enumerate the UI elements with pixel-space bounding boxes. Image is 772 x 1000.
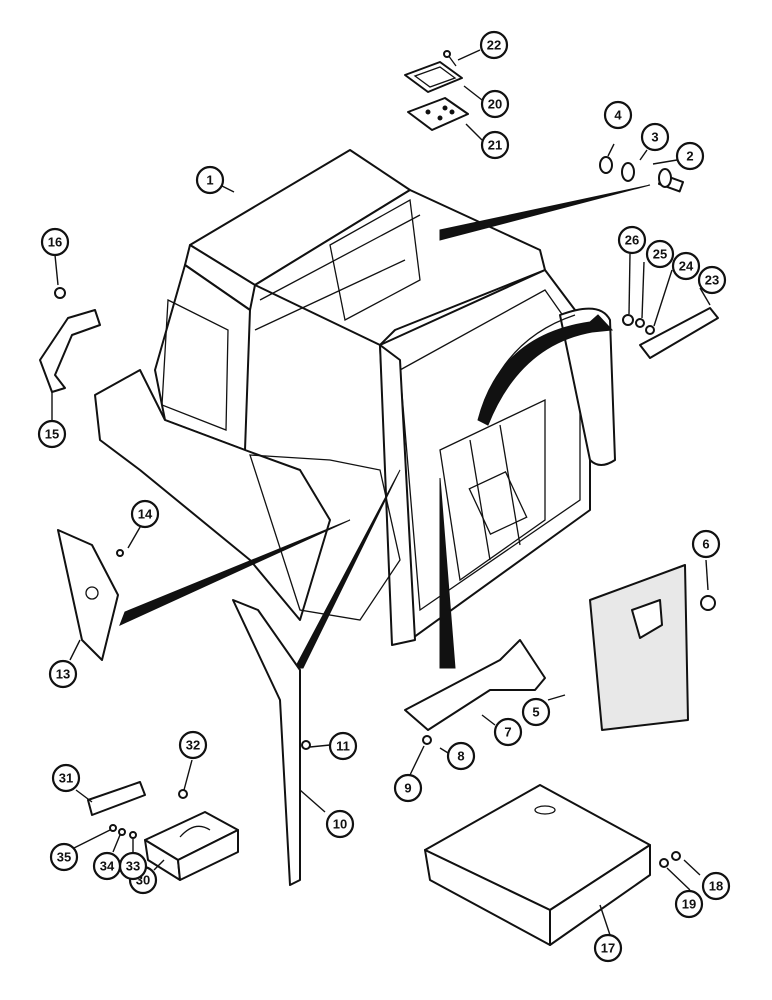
hinge-23	[639, 307, 719, 359]
plate-21	[407, 97, 469, 131]
washer-19	[659, 858, 669, 868]
svg-text:4: 4	[614, 108, 622, 123]
svg-text:24: 24	[679, 259, 694, 274]
sill-7	[404, 639, 546, 731]
callout-19: 19	[674, 889, 704, 919]
callout-4: 4	[603, 100, 633, 130]
callout-33: 33	[118, 851, 148, 881]
svg-text:32: 32	[186, 738, 200, 753]
callout-18: 18	[701, 871, 731, 901]
svg-text:19: 19	[682, 897, 696, 912]
callout-25: 25	[645, 239, 675, 269]
washer-25	[635, 318, 645, 328]
plug-6	[700, 595, 716, 611]
callout-10: 10	[325, 809, 355, 839]
svg-text:17: 17	[601, 941, 615, 956]
pointer-wedge	[439, 184, 651, 241]
svg-text:14: 14	[138, 507, 153, 522]
nut-4	[599, 156, 613, 174]
callout-26: 26	[617, 225, 647, 255]
leader-lines	[51, 49, 711, 936]
callout-11: 11	[328, 731, 358, 761]
callout-22: 22	[479, 30, 509, 60]
plate-20	[404, 61, 463, 93]
screw-16	[54, 287, 66, 299]
svg-text:5: 5	[532, 705, 539, 720]
handle-15	[39, 309, 101, 393]
svg-text:16: 16	[48, 235, 62, 250]
svg-text:8: 8	[457, 749, 464, 764]
callout-34: 34	[92, 851, 122, 881]
toolbox-30	[144, 811, 239, 881]
svg-text:33: 33	[126, 859, 140, 874]
switch-2	[657, 168, 685, 193]
callout-5: 5	[521, 697, 551, 727]
callout-15: 15	[37, 419, 67, 449]
callout-14: 14	[130, 499, 160, 529]
svg-text:26: 26	[625, 233, 639, 248]
cab-frame	[94, 149, 616, 646]
svg-text:21: 21	[488, 138, 502, 153]
pointer-arc	[477, 314, 614, 426]
screw-18	[671, 851, 681, 861]
callout-24: 24	[671, 251, 701, 281]
screw-11	[301, 740, 311, 750]
svg-text:22: 22	[487, 38, 501, 53]
screw-32	[178, 789, 188, 799]
svg-text:3: 3	[651, 130, 658, 145]
svg-text:1: 1	[206, 173, 213, 188]
cover-17	[424, 784, 651, 946]
svg-text:15: 15	[45, 427, 59, 442]
callout-20: 20	[480, 89, 510, 119]
washer-35	[109, 824, 117, 832]
svg-text:31: 31	[59, 771, 73, 786]
svg-text:6: 6	[702, 537, 709, 552]
callout-7: 7	[493, 717, 523, 747]
washer-34	[118, 828, 126, 836]
callout-8: 8	[446, 741, 476, 771]
callout-13: 13	[48, 659, 78, 689]
callout-6: 6	[691, 529, 721, 559]
svg-text:34: 34	[100, 859, 115, 874]
bracket-31	[87, 781, 146, 816]
pointer-wedge	[439, 477, 456, 669]
svg-text:2: 2	[686, 149, 693, 164]
callout-23: 23	[697, 265, 727, 295]
callout-1: 1	[195, 165, 225, 195]
svg-text:25: 25	[653, 247, 667, 262]
washer-3	[621, 162, 635, 182]
washer-24	[645, 325, 655, 335]
panel-13	[57, 529, 119, 661]
svg-text:11: 11	[336, 739, 350, 754]
callout-32: 32	[178, 730, 208, 760]
pointer-wedge	[119, 519, 351, 626]
screw-22	[443, 50, 457, 67]
callout-31: 31	[51, 763, 81, 793]
nut-26	[622, 314, 634, 326]
svg-text:18: 18	[709, 879, 723, 894]
svg-text:23: 23	[705, 273, 719, 288]
callout-35: 35	[49, 842, 79, 872]
mat-5	[589, 564, 689, 731]
screw-33	[129, 831, 137, 839]
svg-text:20: 20	[488, 97, 502, 112]
screw-14	[116, 549, 124, 557]
callout-9: 9	[393, 773, 423, 803]
svg-text:7: 7	[504, 725, 511, 740]
trim-10	[232, 599, 301, 886]
svg-text:10: 10	[333, 817, 347, 832]
callout-21: 21	[480, 130, 510, 160]
nut-8	[422, 735, 432, 745]
callout-3: 3	[640, 122, 670, 152]
callout-2: 2	[675, 141, 705, 171]
svg-text:9: 9	[404, 781, 411, 796]
callout-17: 17	[593, 933, 623, 963]
callout-16: 16	[40, 227, 70, 257]
svg-text:13: 13	[56, 667, 70, 682]
svg-text:35: 35	[57, 850, 71, 865]
